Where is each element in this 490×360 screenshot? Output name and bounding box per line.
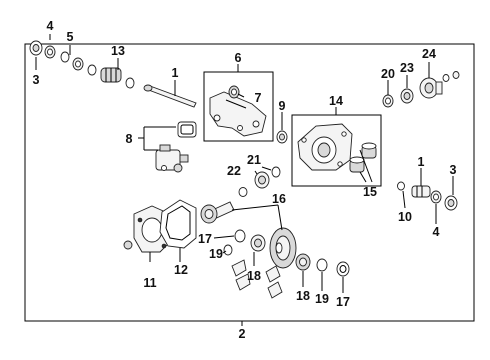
axle-shaft-1 <box>145 85 197 108</box>
pinion-gear <box>200 201 235 224</box>
callout-24: 24 <box>422 47 436 61</box>
callout-4-right: 4 <box>433 225 440 239</box>
callout-9: 9 <box>279 99 286 113</box>
bearing-cap-18-a <box>231 259 247 277</box>
callout-16: 16 <box>272 192 286 206</box>
flange-24 <box>419 77 443 99</box>
bearing-15-lower <box>349 156 365 173</box>
callout-5: 5 <box>67 30 74 44</box>
ring-gear-16 <box>269 227 297 269</box>
callout-labels: 3 4 5 13 1 6 7 9 14 8 20 23 24 21 22 15 … <box>33 19 457 341</box>
bearing-23 <box>400 88 414 104</box>
spacer-ring <box>125 77 135 89</box>
carrier-bracket <box>209 91 267 137</box>
leader-lines <box>35 34 454 326</box>
callout-20: 20 <box>381 67 395 81</box>
callout-6: 6 <box>235 51 242 65</box>
callout-3-left: 3 <box>33 73 40 87</box>
callout-8: 8 <box>126 132 133 146</box>
shim-19-right <box>316 258 328 272</box>
callout-21: 21 <box>247 153 261 167</box>
nut-right-small-a <box>442 74 450 82</box>
snap-ring-10 <box>397 181 405 191</box>
bearing-15-upper <box>361 142 377 159</box>
callout-17-right: 17 <box>336 295 350 309</box>
gasket-8 <box>177 121 197 138</box>
callout-10: 10 <box>398 210 412 224</box>
seal-20 <box>382 94 394 108</box>
callout-14: 14 <box>329 94 343 108</box>
callout-3-right: 3 <box>450 163 457 177</box>
callout-1-right: 1 <box>418 155 425 169</box>
small-washer <box>238 187 248 197</box>
callout-12: 12 <box>174 263 188 277</box>
callout-18-left: 18 <box>247 269 261 283</box>
ring-small-left <box>60 51 70 63</box>
ring-6-left <box>87 64 97 76</box>
bearing-cap-18-c <box>265 265 281 283</box>
actuator-motor-8 <box>155 144 189 173</box>
callout-7: 7 <box>255 91 262 105</box>
callout-23: 23 <box>400 61 414 75</box>
callout-2: 2 <box>239 327 246 341</box>
callout-19-right: 19 <box>315 292 329 306</box>
assembly-frame <box>24 43 475 322</box>
callout-22: 22 <box>227 164 241 178</box>
callout-17-left: 17 <box>198 232 212 246</box>
input-shaft-group <box>29 40 197 108</box>
bearing-16-small <box>250 234 266 252</box>
bearing-cap-18-b <box>235 273 251 291</box>
shim-17-right <box>336 261 350 277</box>
nut-right-small-b <box>452 71 460 79</box>
callout-19-left: 19 <box>209 247 223 261</box>
differential-housing-14 <box>297 123 353 171</box>
callout-1-left: 1 <box>172 66 179 80</box>
shim-17-left <box>234 229 246 243</box>
gasket-12 <box>159 199 197 249</box>
callout-11: 11 <box>143 276 156 290</box>
washer-9 <box>276 130 288 144</box>
shim-19-left <box>223 244 233 256</box>
ring-21 <box>271 166 281 178</box>
callout-13: 13 <box>111 44 125 58</box>
bearing-cap-18-d <box>267 281 283 299</box>
bearing-22 <box>254 171 270 189</box>
callout-4-left: 4 <box>47 19 54 33</box>
callout-15: 15 <box>363 185 377 199</box>
bushing-7 <box>228 85 240 99</box>
callout-18-right: 18 <box>296 289 310 303</box>
axle-stub-1-right <box>411 185 431 198</box>
